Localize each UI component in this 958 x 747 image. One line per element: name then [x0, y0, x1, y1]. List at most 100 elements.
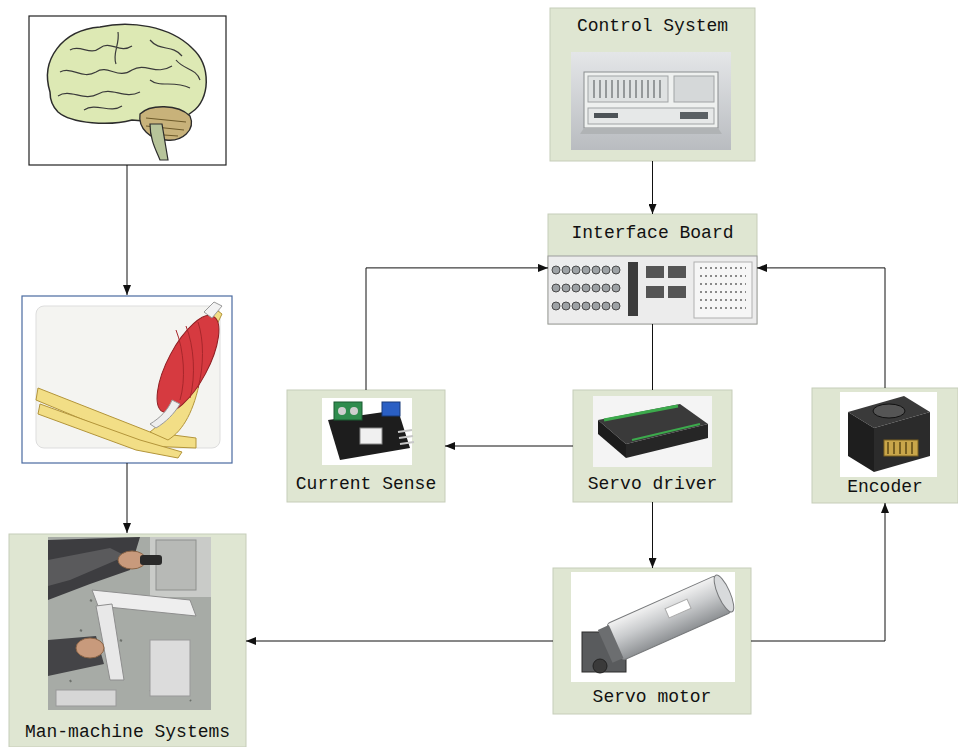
rehabilitation-robot-photo [150, 640, 190, 696]
servo-driver-photo [593, 396, 712, 467]
rehabilitation-robot-photo [140, 555, 162, 565]
servo-driver-photo [632, 424, 700, 440]
interface-board-photo [582, 302, 590, 310]
interface-board-photo [700, 268, 746, 308]
interface-board-photo [562, 266, 570, 274]
industrial-pc-photo [571, 52, 731, 150]
rehabilitation-robot-photo [150, 537, 211, 597]
industrial-pc-photo [588, 108, 714, 124]
interface-board-photo [582, 266, 590, 274]
servo-motor-photo [571, 572, 735, 682]
brain-illustration [29, 16, 226, 165]
component-box: Man-machine Systems [9, 534, 246, 747]
current-sensor-photo [338, 407, 346, 415]
servo-driver-photo [593, 396, 712, 467]
box-label: Man-machine Systems [25, 722, 230, 742]
industrial-pc-photo [580, 128, 722, 134]
interface-board-photo [612, 266, 620, 274]
interface-board-photo [552, 302, 560, 310]
brain-illustration [48, 24, 207, 123]
box-ground [9, 534, 246, 747]
component-box: Control System [550, 8, 755, 161]
brain-illustration [58, 32, 200, 110]
box-ground [573, 390, 732, 502]
box-label: Current Sense [296, 474, 436, 494]
servo-driver-photo [598, 420, 626, 458]
interface-board-photo [646, 266, 664, 278]
encoder-photo [848, 412, 874, 472]
interface-board-photo [668, 266, 686, 278]
interface-board-photo [592, 284, 600, 292]
interface-board-photo [572, 284, 580, 292]
current-sensor-photo [360, 428, 382, 444]
current-sensor-photo [334, 402, 362, 420]
current-sensor-photo [398, 430, 414, 444]
muscle-illustration [22, 296, 232, 463]
servo-motor-photo [665, 599, 691, 618]
encoder-photo [874, 412, 930, 472]
current-sensor-photo [350, 407, 358, 415]
component-box: Servo motor [553, 568, 751, 714]
servo-driver-photo [604, 406, 678, 420]
layout-arrow [127, 165, 128, 295]
muscle-illustration [145, 307, 231, 421]
servo-motor-photo [606, 575, 732, 660]
interface-board-photo [548, 256, 757, 324]
rehabilitation-robot-photo [76, 638, 104, 658]
interface-board-photo [612, 284, 620, 292]
connector-arrow [652, 161, 653, 214]
interface-board-photo [612, 302, 620, 310]
encoder-photo [884, 440, 918, 456]
muscle-illustration [176, 322, 203, 400]
connector-arrow [652, 324, 653, 390]
box-label: Servo motor [593, 687, 712, 707]
connector-arrow [757, 268, 885, 388]
encoder-photo [873, 404, 905, 418]
interface-board-photo [548, 256, 757, 324]
component-box: Encoder [812, 388, 958, 503]
servo-motor-photo [597, 573, 738, 665]
component-box: Current Sense [287, 390, 445, 502]
interface-board-photo [562, 284, 570, 292]
servo-motor-photo [571, 572, 738, 682]
industrial-pc-photo [571, 52, 731, 150]
box-grounds [9, 8, 958, 747]
box-label: Interface Board [571, 223, 733, 243]
component-box: Interface Board [548, 214, 757, 324]
interface-board-photo [646, 286, 664, 298]
rehabilitation-robot-photo [56, 690, 116, 706]
rehabilitation-robot-photo [48, 537, 211, 710]
box-label: Control System [577, 16, 728, 36]
rehabilitation-robot-photo [48, 548, 126, 586]
industrial-pc-photo [594, 80, 660, 98]
current-sensor-photo [322, 398, 414, 465]
rehabilitation-robot-photo [48, 537, 211, 710]
interface-board-photo [602, 302, 610, 310]
box-ground [548, 214, 757, 324]
industrial-pc-photo [594, 113, 618, 118]
interface-board-photo [628, 262, 638, 316]
brain-illustration [29, 16, 226, 165]
box-label: Servo driver [588, 474, 718, 494]
rehabilitation-robot-photo [48, 636, 104, 676]
current-sensor-photo [382, 402, 400, 416]
connector-arrow [366, 268, 548, 390]
rehabilitation-robot-photo [156, 540, 196, 590]
encoder-photo [840, 392, 937, 477]
industrial-pc-photo [674, 76, 714, 102]
interface-board-photo [668, 286, 686, 298]
connector-arrow [445, 446, 573, 447]
muscle-illustration [150, 400, 180, 428]
layout-arrow [127, 463, 128, 533]
connector-arrow [751, 503, 885, 641]
layout-arrow [127, 165, 128, 533]
connector-arrow [652, 502, 653, 568]
industrial-pc-photo [680, 112, 708, 119]
interface-board-photo [582, 284, 590, 292]
muscle-illustration [22, 296, 232, 463]
interface-board-photo [602, 284, 610, 292]
